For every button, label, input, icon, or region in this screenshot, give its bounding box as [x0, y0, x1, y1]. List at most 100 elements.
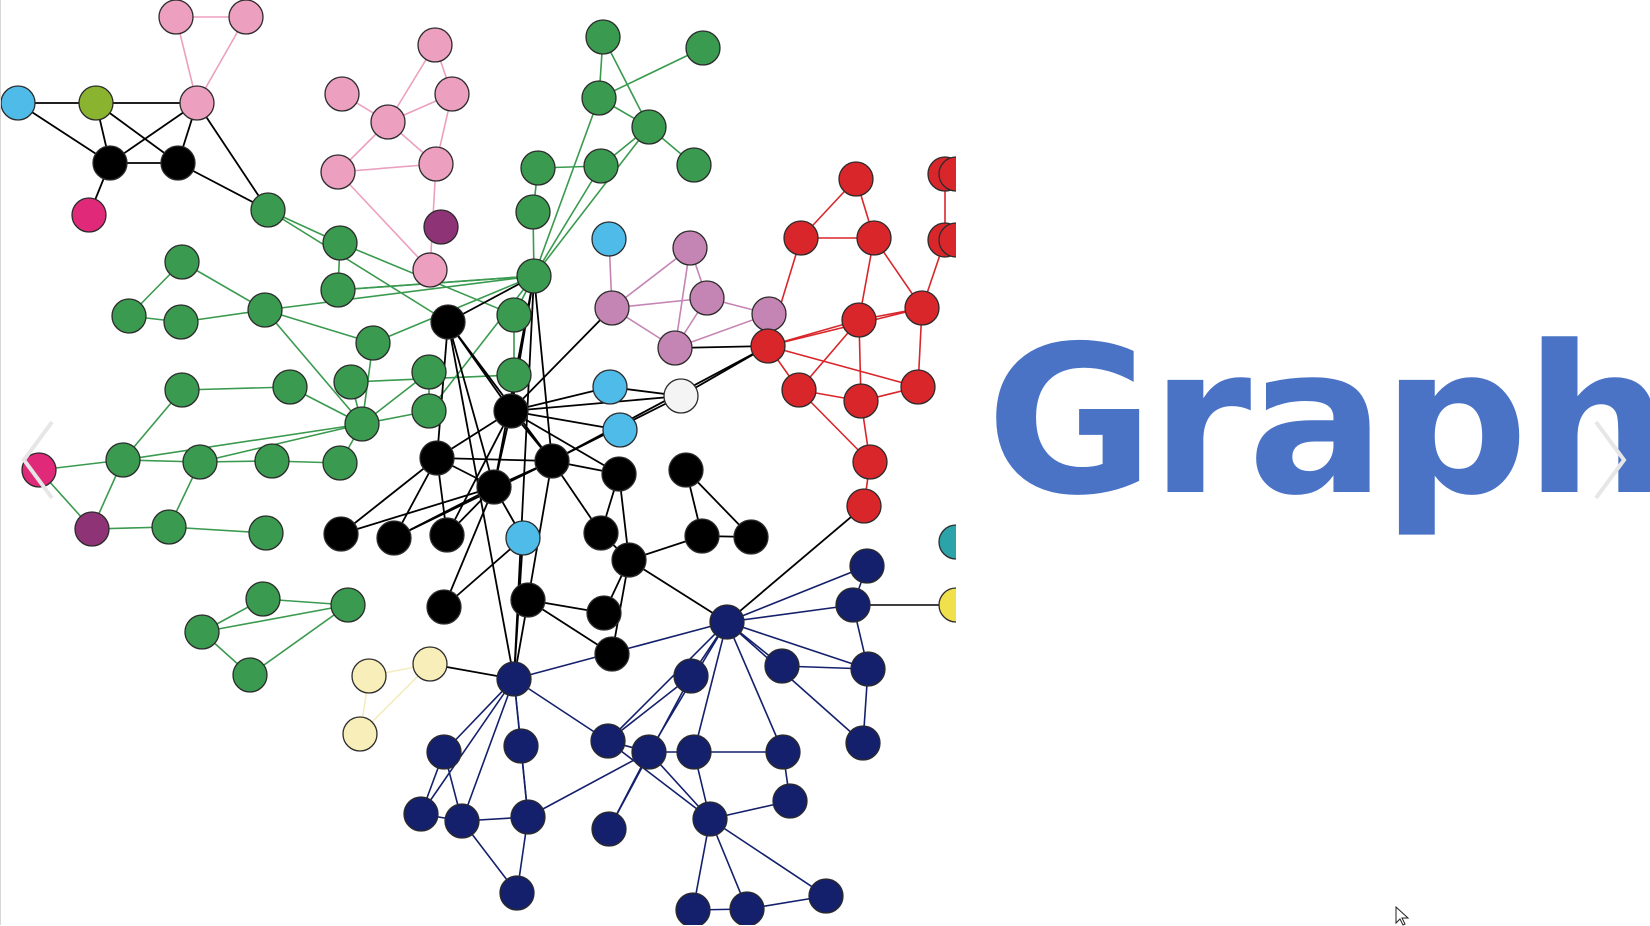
graph-node [849, 548, 885, 584]
graph-edge [726, 621, 869, 670]
graph-node [733, 519, 769, 555]
graph-node [426, 734, 462, 770]
graph-edge [533, 165, 602, 277]
graph-edge [693, 621, 728, 753]
chevron-left-icon [21, 420, 54, 500]
graph-node [601, 456, 637, 492]
graph-edge [726, 565, 868, 623]
graph-node [342, 716, 378, 752]
graph-node [594, 290, 630, 326]
graph-node [673, 658, 709, 694]
graph-node [850, 651, 886, 687]
graph-node [675, 892, 711, 925]
graph-node [322, 225, 358, 261]
graph-edge [533, 126, 650, 277]
graph-edge [264, 309, 363, 425]
graph-node [92, 145, 128, 181]
graph-node [272, 369, 308, 405]
graph-node [765, 734, 801, 770]
graph-node [232, 657, 268, 693]
graph-node [164, 372, 200, 408]
graph-node [164, 244, 200, 280]
graph-node [499, 875, 535, 911]
graph-node [772, 783, 808, 819]
graph-edge [264, 275, 535, 311]
graph-node [78, 85, 114, 121]
graph-node [764, 648, 800, 684]
graph-edge [726, 621, 784, 753]
graph-node [692, 801, 728, 837]
graph-node [689, 280, 725, 316]
graph-node [179, 85, 215, 121]
graph-edge [340, 486, 495, 535]
graph-edge [447, 321, 515, 680]
graph-edge [17, 102, 111, 164]
graph-edge [726, 604, 854, 623]
graph-node [151, 509, 187, 545]
next-slide-button[interactable] [1583, 418, 1633, 502]
graph-node [594, 636, 630, 672]
graph-edge [726, 621, 864, 744]
graph-node [900, 369, 936, 405]
graph-node [729, 891, 765, 925]
graph-node [503, 728, 539, 764]
graph-node [245, 581, 281, 617]
graph-node [411, 393, 447, 429]
graph-node [783, 220, 819, 256]
graph-node [585, 19, 621, 55]
graph-edge [122, 423, 363, 461]
graph-node [250, 192, 286, 228]
graph-edge [510, 410, 620, 475]
graph-node [417, 27, 453, 63]
graph-node [510, 799, 546, 835]
graph-edge [436, 321, 449, 459]
graph-node [355, 325, 391, 361]
graph-node [904, 290, 940, 326]
graph-node [21, 452, 57, 488]
graph-nodes [1, 0, 956, 925]
previous-slide-button[interactable] [15, 418, 65, 502]
graph-node [845, 725, 881, 761]
graph-edges [17, 16, 956, 911]
graph-node [419, 440, 455, 476]
graph-node [351, 658, 387, 694]
slide-title: Graph [986, 303, 1650, 541]
graph-node [412, 252, 448, 288]
graph-node [843, 383, 879, 419]
graph-node [534, 443, 570, 479]
graph-node [344, 406, 380, 442]
graph-edge [527, 460, 553, 601]
graph-node [111, 298, 147, 334]
graph-node [938, 524, 956, 560]
graph-node [430, 304, 466, 340]
graph-edge [340, 457, 438, 535]
graph-edge [436, 457, 553, 462]
graph-edge [513, 678, 609, 742]
graph-node [412, 646, 448, 682]
graph-node [228, 0, 264, 35]
graph-edge [533, 97, 600, 277]
graph-node [751, 296, 787, 332]
graph-node [163, 304, 199, 340]
graph-node [676, 734, 712, 770]
graph-edge [196, 102, 269, 211]
graph-node [750, 328, 786, 364]
graph-edge [461, 678, 515, 822]
graph-node [411, 354, 447, 390]
graph-edge [767, 345, 919, 388]
graph-node [1, 85, 36, 121]
graph-node [684, 518, 720, 554]
graph-node [590, 723, 626, 759]
graph-node [838, 161, 874, 197]
graph-node [105, 442, 141, 478]
graph-node [476, 469, 512, 505]
graph-node [160, 145, 196, 181]
graph-node [938, 587, 956, 623]
graph-edge [607, 621, 728, 742]
graph-edge [709, 818, 827, 897]
graph-edge [533, 275, 553, 462]
graph-edge [447, 321, 495, 488]
graph-edge [199, 423, 363, 463]
graph-node [781, 372, 817, 408]
